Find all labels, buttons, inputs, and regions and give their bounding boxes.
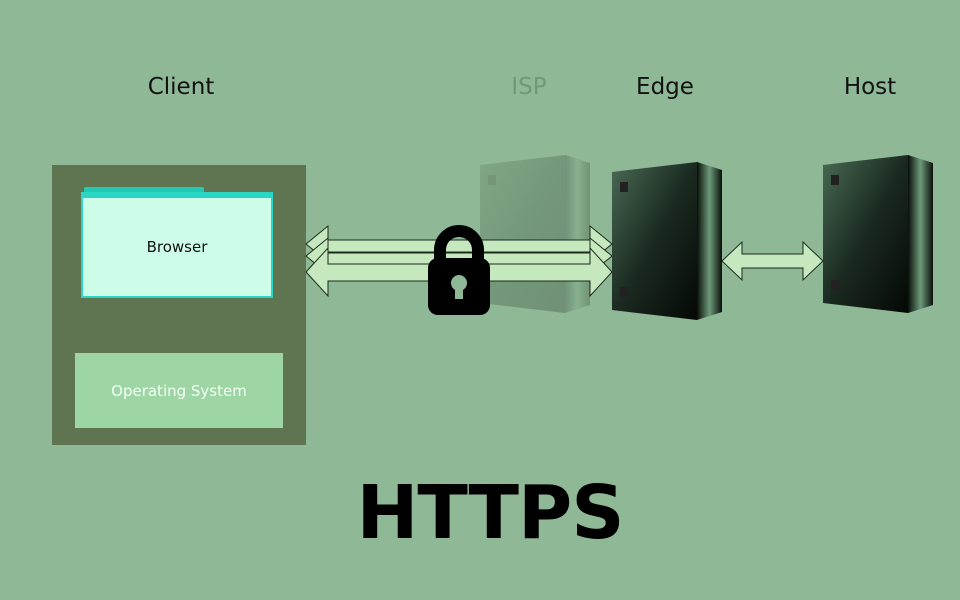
isp-label: ISP <box>511 74 547 100</box>
browser-window: Browser <box>81 192 273 298</box>
client-label: Client <box>147 74 215 100</box>
browser-tabs <box>84 187 204 192</box>
browser-label: Browser <box>146 238 208 256</box>
lock-icon <box>428 225 490 315</box>
host-label: Host <box>843 74 897 100</box>
isp-server <box>480 155 590 313</box>
operating-system-box: Operating System <box>75 353 283 428</box>
edge-label: Edge <box>636 74 694 100</box>
page-title: HTTPS <box>356 470 624 556</box>
edge-server <box>612 162 722 320</box>
os-label: Operating System <box>111 381 247 400</box>
edge-host-arrow <box>721 240 824 282</box>
host-server <box>823 155 933 313</box>
